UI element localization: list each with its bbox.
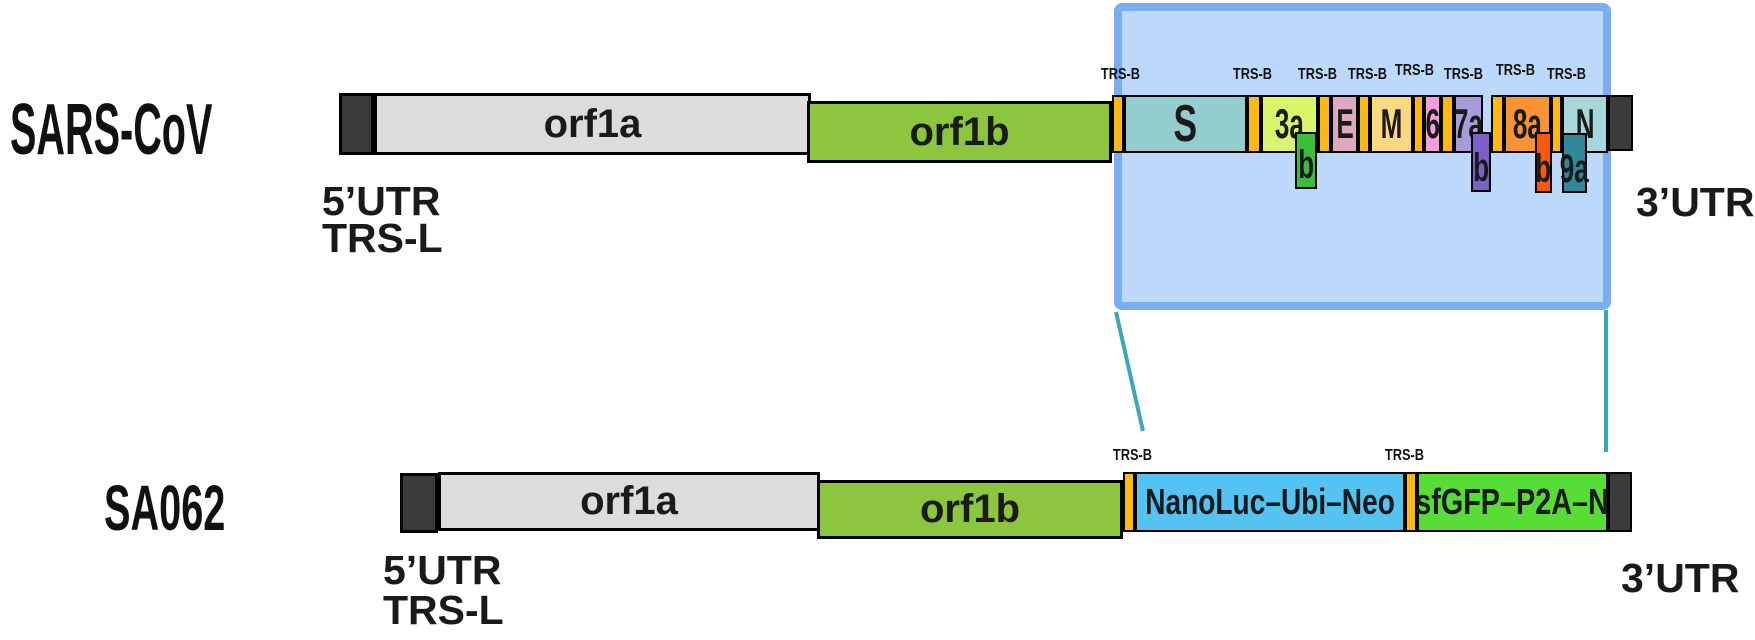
trs-b-label: TRS-B: [1080, 67, 1160, 83]
trs-b-box: [1405, 472, 1417, 532]
trs-b-label-text: TRS-B: [1495, 62, 1535, 79]
sars-gene-8a-box: 8a: [1504, 95, 1551, 153]
trs-b-label-text: TRS-B: [1443, 66, 1483, 83]
sars-gene-m-box: M: [1370, 95, 1413, 153]
sars-gene-e-box: E: [1331, 95, 1358, 153]
trs-b-label-text: TRS-B: [1384, 447, 1424, 464]
trs-b-label: TRS-B: [1212, 67, 1292, 83]
sa062-sfgfp-box: sfGFP–P2A–N: [1415, 472, 1610, 532]
sa062-utr5-trsl-label: 5’UTR TRS-L: [383, 547, 504, 633]
connector-line-left: [1114, 311, 1145, 432]
sars-gene-3b-label: b: [1298, 143, 1314, 187]
trs-b-label-text: TRS-B: [1297, 66, 1337, 83]
trs-b-label-text: TRS-B: [1100, 66, 1140, 83]
sa062-orf1a-box: orf1a: [438, 472, 820, 531]
sa062-nanoluc-label: NanoLuc–Ubi–Neo: [1145, 481, 1395, 522]
sa062-utr5-box: [400, 473, 438, 533]
trs-b-box: [1551, 95, 1562, 153]
sars-gene-s-box: S: [1124, 95, 1247, 153]
utr3-label: 3’UTR: [1621, 555, 1740, 601]
sars-gene-6-box: 6: [1424, 95, 1441, 153]
trs-b-box: [1441, 95, 1454, 153]
trs-b-label: TRS-B: [1475, 63, 1555, 79]
sars-gene-7b-label: b: [1473, 146, 1489, 190]
trs-b-label-text: TRS-B: [1546, 66, 1586, 83]
sars-gene-9a-label: 9a: [1560, 147, 1589, 191]
sars-gene-6-label: 6: [1425, 100, 1440, 147]
sa062-orf1a-label: orf1a: [580, 479, 678, 523]
trs-l-label: TRS-L: [383, 587, 504, 633]
sa062-utr3-box: [1608, 472, 1632, 532]
trs-b-label: TRS-B: [1277, 67, 1357, 83]
sars-orf1a-box: orf1a: [374, 93, 811, 155]
sars-gene-8b-label: b: [1535, 147, 1552, 191]
trs-b-label-text: TRS-B: [1347, 66, 1387, 83]
trs-b-label: TRS-B: [1364, 448, 1444, 464]
sars-gene-9a-box: 9a: [1560, 133, 1589, 193]
trs-b-box: [1491, 95, 1504, 153]
sars-gene-8b-box: b: [1535, 132, 1552, 193]
trs-b-label-text: TRS-B: [1112, 447, 1152, 464]
trs-b-box: [1358, 95, 1370, 153]
sa062-utr3-label: 3’UTR: [1621, 555, 1740, 601]
sars-gene-e-label: E: [1335, 100, 1354, 147]
utr3-label: 3’UTR: [1636, 179, 1755, 225]
trs-b-box: [1112, 95, 1124, 153]
row-title-sa062: SA062: [104, 472, 226, 544]
sars-orf1a-label: orf1a: [543, 101, 642, 146]
trs-l-label: TRS-L: [322, 215, 443, 261]
row-title-sars-cov: SARS-CoV: [10, 90, 213, 170]
trs-b-label: TRS-B: [1327, 67, 1407, 83]
sars-gene-7b-box: b: [1471, 132, 1491, 192]
sars-orf1b-box: orf1b: [807, 101, 1112, 163]
sa062-orf1b-label: orf1b: [920, 487, 1020, 531]
trs-b-label: TRS-B: [1423, 67, 1503, 83]
trs-b-label: TRS-B: [1526, 67, 1606, 83]
highlight-region-box: [1114, 3, 1611, 310]
sars-gene-3b-box: b: [1295, 132, 1317, 189]
sa062-nanoluc-box: NanoLuc–Ubi–Neo: [1135, 472, 1405, 532]
trs-b-label: TRS-B: [1374, 63, 1454, 79]
sa062-orf1b-box: orf1b: [817, 480, 1123, 539]
sars-orf1b-label: orf1b: [909, 109, 1010, 154]
sa062-sfgfp-label: sfGFP–P2A–N: [1415, 481, 1610, 522]
trs-b-box: [1318, 95, 1331, 153]
trs-b-label: TRS-B: [1092, 448, 1172, 464]
trs-b-label-text: TRS-B: [1232, 66, 1272, 83]
sars-utr5-trsl-label: 5’UTR TRS-L: [322, 178, 443, 261]
utr5-label: 5’UTR: [383, 547, 502, 593]
trs-b-label-text: TRS-B: [1394, 62, 1434, 79]
sars-utr3-box: [1608, 95, 1633, 151]
trs-b-box: [1123, 472, 1135, 532]
sars-gene-s-label: S: [1173, 95, 1198, 153]
sars-gene-m-label: M: [1380, 100, 1403, 147]
trs-b-box: [1413, 95, 1424, 153]
trs-b-box: [1247, 95, 1261, 153]
sars-utr3-label: 3’UTR: [1636, 179, 1755, 225]
utr5-label: 5’UTR: [322, 178, 441, 224]
sars-utr5-box: [339, 93, 374, 155]
